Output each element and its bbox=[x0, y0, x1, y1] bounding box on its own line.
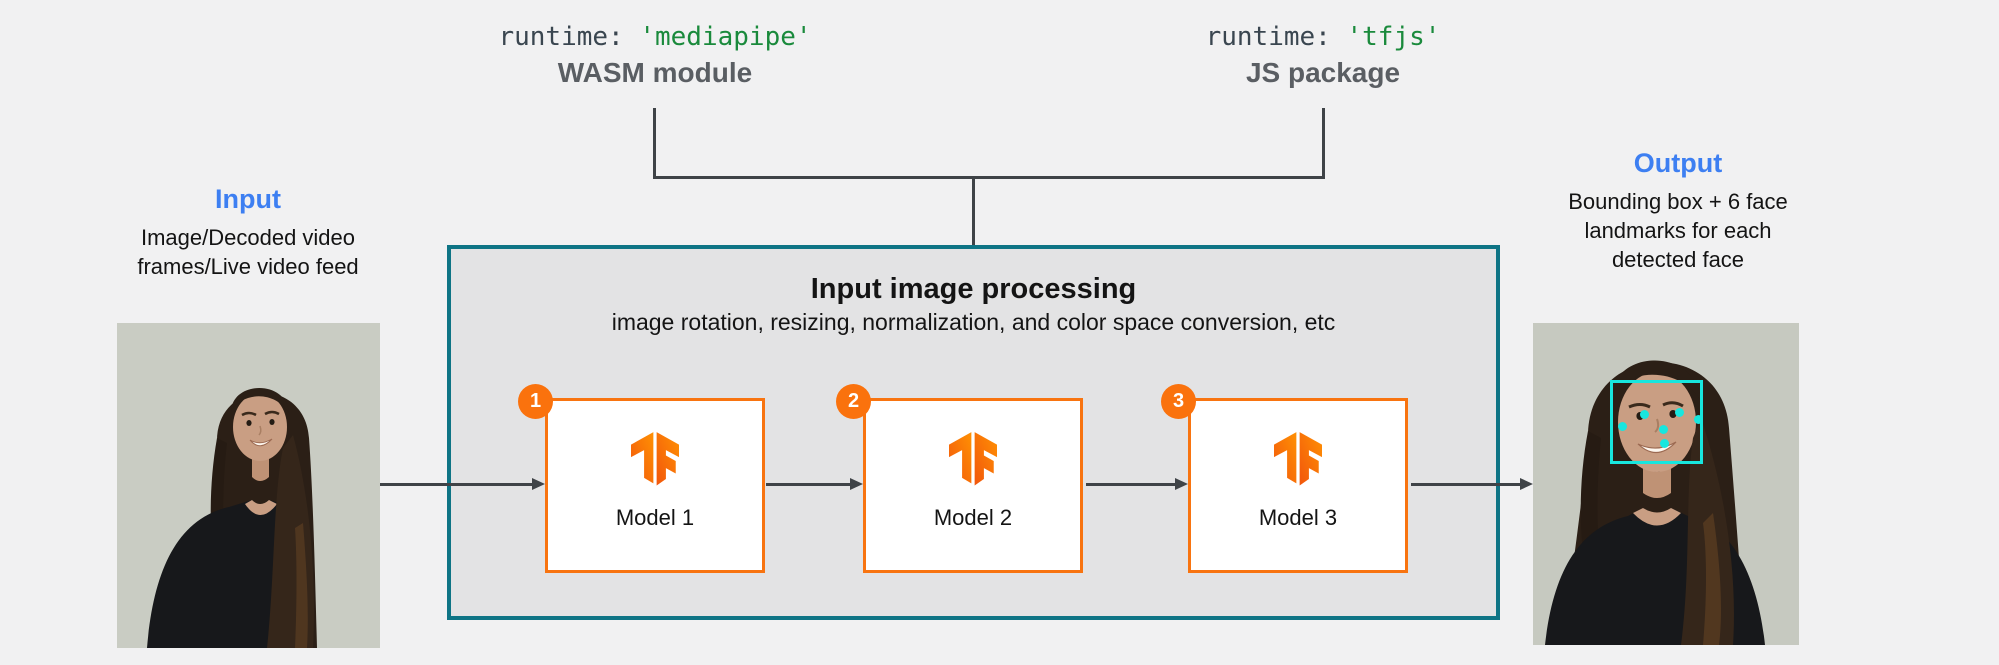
connector-right-vertical bbox=[1322, 108, 1325, 178]
tensorflow-logo-icon bbox=[949, 432, 997, 486]
step-3-badge: 3 bbox=[1161, 384, 1196, 419]
runtime-label-tfjs: runtime: 'tfjs' JS package bbox=[1113, 22, 1533, 89]
landmark-dot bbox=[1658, 424, 1668, 434]
output-description: Bounding box + 6 face landmarks for each… bbox=[1538, 187, 1818, 274]
landmark-dot bbox=[1659, 438, 1669, 448]
output-photo bbox=[1533, 323, 1799, 645]
arrowhead-icon bbox=[850, 478, 863, 490]
input-photo bbox=[117, 323, 380, 648]
connector-left-vertical bbox=[653, 108, 656, 178]
arrowhead-icon bbox=[1520, 478, 1533, 490]
model-2-label: Model 2 bbox=[933, 505, 1013, 530]
runtime-code-mediapipe: runtime: 'mediapipe' bbox=[445, 22, 865, 52]
runtime-code-tfjs: runtime: 'tfjs' bbox=[1113, 22, 1533, 52]
code-value: 'tfjs' bbox=[1346, 22, 1441, 52]
output-label-block: Output Bounding box + 6 face landmarks f… bbox=[1538, 148, 1818, 274]
input-title: Input bbox=[215, 184, 281, 214]
landmark-dot bbox=[1617, 421, 1627, 431]
flow-arrow-model1-to-model2 bbox=[766, 483, 851, 486]
tensorflow-logo-icon bbox=[1274, 432, 1322, 486]
code-prefix: runtime: bbox=[498, 22, 640, 52]
connector-center-drop bbox=[972, 176, 975, 246]
landmark-dot bbox=[1639, 409, 1649, 419]
wasm-module-caption: WASM module bbox=[557, 57, 753, 88]
connector-horizontal bbox=[653, 176, 1325, 179]
flow-arrow-model2-to-model3 bbox=[1086, 483, 1176, 486]
output-description-line: Bounding box + 6 face bbox=[1568, 189, 1788, 214]
processing-subtitle: image rotation, resizing, normalization,… bbox=[611, 309, 1336, 335]
input-portrait-illustration bbox=[117, 323, 380, 648]
js-package-caption: JS package bbox=[1245, 57, 1401, 88]
output-portrait-illustration bbox=[1533, 323, 1799, 645]
landmark-dot bbox=[1674, 407, 1684, 417]
flow-arrow-model3-to-output bbox=[1411, 483, 1521, 486]
output-title: Output bbox=[1633, 148, 1723, 178]
arrowhead-icon bbox=[1175, 478, 1188, 490]
arrowhead-icon bbox=[532, 478, 545, 490]
code-prefix: runtime: bbox=[1205, 22, 1347, 52]
processing-title: Input image processing bbox=[810, 273, 1137, 305]
input-description: Image/Decoded video frames/Live video fe… bbox=[108, 223, 388, 281]
input-description-line: Image/Decoded video bbox=[140, 225, 356, 250]
code-value: 'mediapipe' bbox=[639, 22, 812, 52]
model-3-box: 3 Model 3 bbox=[1161, 384, 1408, 573]
model-2-box: 2 Model 2 bbox=[836, 384, 1083, 573]
input-label-block: Input Image/Decoded video frames/Live vi… bbox=[108, 184, 388, 281]
output-description-line: detected face bbox=[1611, 247, 1745, 272]
step-1-badge: 1 bbox=[518, 384, 553, 419]
landmark-dot bbox=[1693, 414, 1703, 424]
model-1-box: 1 Model 1 bbox=[518, 384, 765, 573]
input-description-line: frames/Live video feed bbox=[137, 254, 359, 279]
flow-arrow-input-to-model1 bbox=[380, 483, 534, 486]
step-2-badge: 2 bbox=[836, 384, 871, 419]
runtime-label-mediapipe: runtime: 'mediapipe' WASM module bbox=[445, 22, 865, 89]
output-description-line: landmarks for each bbox=[1584, 218, 1772, 243]
model-3-label: Model 3 bbox=[1258, 505, 1338, 530]
model-1-label: Model 1 bbox=[615, 505, 695, 530]
tensorflow-logo-icon bbox=[631, 432, 679, 486]
